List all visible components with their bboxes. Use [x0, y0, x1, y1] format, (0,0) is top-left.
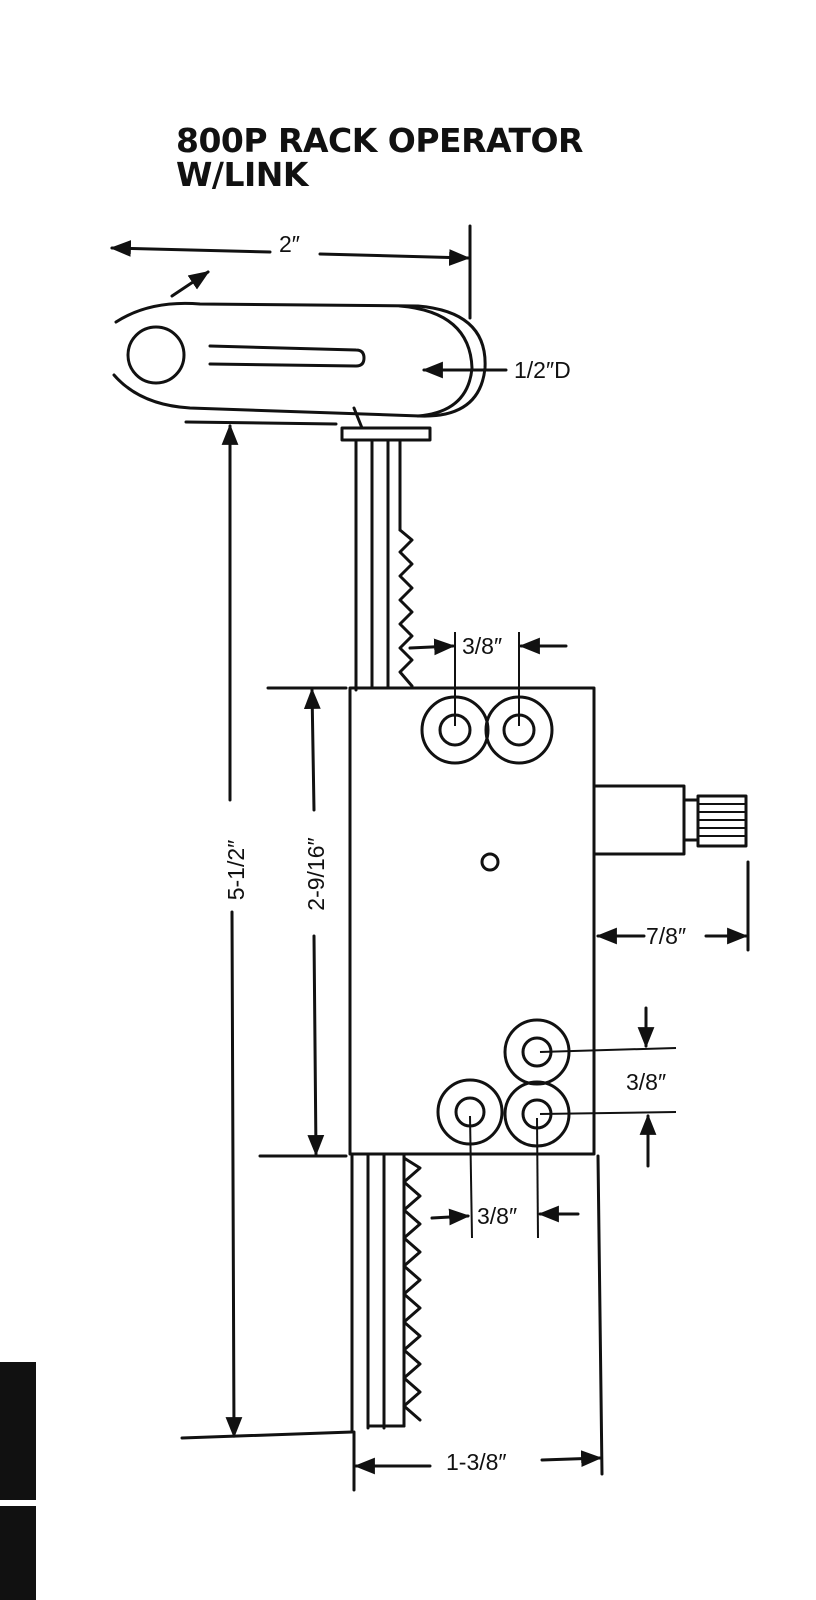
link-arm [112, 301, 487, 430]
lower-rack [350, 1152, 422, 1432]
center-hole [480, 852, 500, 872]
scan-edge-mark-lower [0, 1506, 36, 1600]
shaft-boss [592, 784, 686, 856]
diagram-title: 800P RACK OPERATOR [176, 121, 583, 160]
dim-housing-width-label: 1-3/8″ [446, 1449, 507, 1475]
diagram-subtitle: W/LINK [176, 155, 308, 194]
dim-end-diameter-label: 1/2″D [514, 357, 571, 383]
dim-top-hole-spacing-label: 3/8″ [462, 633, 502, 659]
housing-body [348, 686, 596, 1156]
splined-shaft [682, 794, 748, 848]
dim-housing-height-label: 2-9/16″ [303, 837, 329, 910]
link-pivot-hole [126, 325, 186, 385]
dim-overall-height-label: 5-1/2″ [223, 840, 249, 901]
dim-shaft-extension-label: 7/8″ [646, 923, 686, 949]
link-slot [208, 344, 366, 368]
dim-side-hole-spacing-label: 3/8″ [626, 1069, 666, 1095]
rotation-arrow [170, 270, 210, 298]
dim-link-length-label: 2″ [279, 231, 300, 257]
dim-bottom-hole-spacing-label: 3/8″ [477, 1203, 517, 1229]
upper-rack [340, 426, 432, 692]
scan-edge-mark-upper [0, 1362, 36, 1500]
